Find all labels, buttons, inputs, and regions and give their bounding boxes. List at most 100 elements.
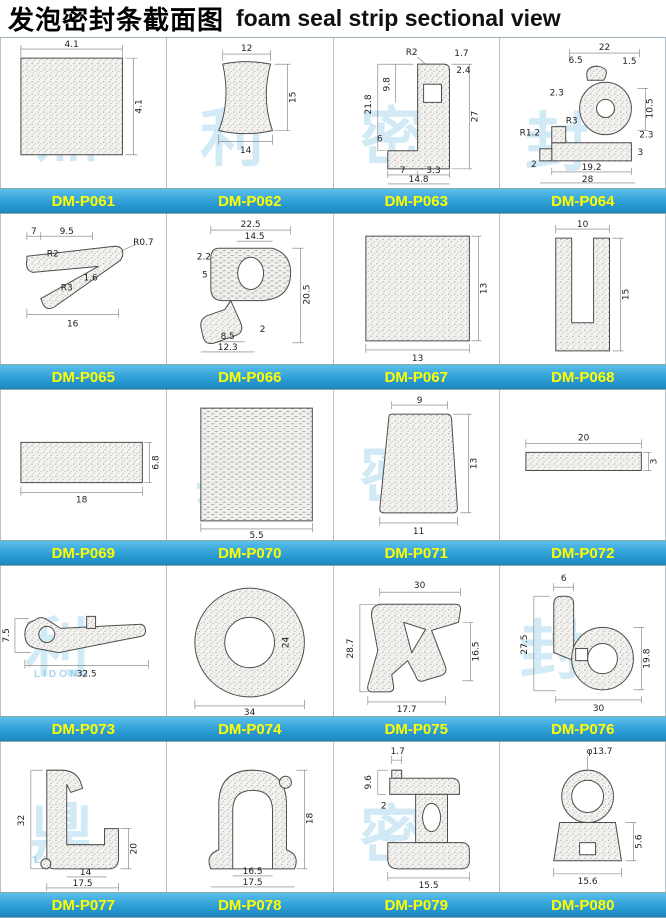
- dim-label: 1.7: [454, 49, 468, 59]
- sectional-drawing: 22 6.5 1.5 10.5 2.3 2.3 R3 R1.2 2 19.2 2…: [500, 38, 665, 188]
- page-header: 发泡密封条截面图 foam seal strip sectional view: [0, 0, 666, 37]
- square-hole: [579, 843, 595, 855]
- dim-label: 2.2: [197, 252, 211, 262]
- drawing-row-1: 4.1 4.1 12 15 14 R2 1.7 2.4 27 21.8: [0, 38, 666, 188]
- drawing-cell-dm-p072: 20 3: [500, 390, 666, 540]
- profile-shape: [367, 604, 460, 692]
- dim-label: 20: [129, 843, 139, 855]
- sectional-drawing: 10 15: [500, 214, 665, 364]
- drawing-cell-dm-p074: 34 24: [167, 566, 333, 716]
- sectional-drawing: 12 15 14: [167, 38, 332, 188]
- profile-shape: [586, 66, 606, 80]
- dim-label: 6.5: [568, 56, 582, 66]
- sectional-drawing: 30 28.7 16.5 17.7: [334, 566, 499, 716]
- profile-shape: [554, 596, 574, 660]
- dim-label: 7.5: [2, 628, 12, 642]
- profile-shape: [365, 236, 469, 341]
- dim-label: 5: [202, 270, 208, 280]
- dim-label: 30: [593, 704, 605, 714]
- part-label: DM-P069: [0, 541, 167, 565]
- part-label: DM-P079: [333, 893, 500, 917]
- profile-shape: [87, 616, 96, 628]
- part-label: DM-P080: [500, 893, 666, 917]
- profile-shape: [552, 127, 566, 143]
- dim-label: 2.3: [549, 88, 563, 98]
- dim-label: 3: [649, 459, 659, 465]
- profile-shape: [379, 414, 457, 513]
- profile-shape: [219, 62, 273, 134]
- profile-shape: [21, 442, 142, 482]
- drawing-cell-dm-p075: 30 28.7 16.5 17.7: [334, 566, 500, 716]
- dim-label: 8.5: [221, 332, 235, 342]
- sectional-drawing: 7.5 32.5: [1, 566, 166, 716]
- sectional-drawing: 18 6.8: [1, 390, 166, 540]
- part-label: DM-P067: [333, 365, 500, 389]
- dim-label: R2: [405, 48, 417, 58]
- dim-label: 13: [479, 283, 489, 295]
- dim-label: 20.5: [303, 284, 313, 304]
- part-label: DM-P075: [333, 717, 500, 741]
- dim-label: 1.5: [622, 57, 636, 67]
- dim-label: 13: [411, 354, 422, 364]
- drawing-cell-dm-p067: 13 13: [334, 214, 500, 364]
- profile-shape: [201, 408, 312, 521]
- dim-label: 28: [582, 175, 594, 185]
- part-label: DM-P070: [167, 541, 334, 565]
- dim-label: 32: [17, 815, 27, 827]
- label-row-3: DM-P069 DM-P070 DM-P071 DM-P072: [0, 540, 666, 566]
- drawing-cell-dm-p070: 5.5: [167, 390, 333, 540]
- profile-nub: [280, 776, 292, 788]
- dim-label: 13: [469, 458, 479, 470]
- dim-label: 7: [31, 227, 37, 237]
- sectional-drawing: φ13.7 5.6 15.6: [500, 742, 665, 892]
- dim-label: 15: [621, 289, 631, 301]
- dim-label: 7: [399, 166, 405, 176]
- drawing-cell-dm-p061: 4.1 4.1: [1, 38, 167, 188]
- drawing-cell-dm-p063: R2 1.7 2.4 27 21.8 9.8 6 7 3.3 14.8: [334, 38, 500, 188]
- dim-label: 2: [260, 325, 266, 335]
- drawing-row-3: 18 6.8 5.5 9 11 13 20: [0, 390, 666, 540]
- dim-label: 2: [380, 801, 386, 811]
- sectional-drawing: 18 16.5 17.5: [167, 742, 332, 892]
- dim-label: 19.2: [581, 163, 601, 173]
- profile-shape: [415, 794, 447, 842]
- profile-shape: [555, 238, 609, 351]
- sectional-drawing: 1.7 9.6 2 15.5: [334, 742, 499, 892]
- dim-label: 14: [80, 868, 92, 878]
- dim-label: R2: [47, 249, 59, 259]
- label-row-1: DM-P061 DM-P062 DM-P063 DM-P064: [0, 188, 666, 214]
- sectional-drawing: 6 27.5 19.8 30: [500, 566, 665, 716]
- dim-label: 6: [376, 135, 382, 145]
- dim-label: 6.8: [151, 455, 161, 470]
- label-row-2: DM-P065 DM-P066 DM-P067 DM-P068: [0, 364, 666, 390]
- dim-label: 9: [416, 396, 422, 406]
- label-row-4: DM-P073 DM-P074 DM-P075 DM-P076: [0, 716, 666, 742]
- sectional-drawing: R2 1.7 2.4 27 21.8 9.8 6 7 3.3 14.8: [334, 38, 499, 188]
- dim-label: 14: [240, 146, 252, 156]
- profile-shape: [526, 452, 641, 470]
- part-label: DM-P062: [167, 189, 334, 213]
- sectional-drawing: 32 20 14 17.5: [1, 742, 166, 892]
- dim-label: 5.6: [634, 834, 644, 849]
- drawing-cell-dm-p076: 6 27.5 19.8 30: [500, 566, 666, 716]
- drawing-cell-dm-p065: 9.5 7 R2 R0.7 R3 1.6 16: [1, 214, 167, 364]
- drawing-row-5: 32 20 14 17.5 18 16.5 17.5: [0, 742, 666, 892]
- dim-label: 3: [637, 148, 643, 158]
- profile-shape: [552, 143, 632, 161]
- dim-label: 17.7: [396, 705, 416, 715]
- dim-label: 15.6: [577, 877, 597, 887]
- label-row-5: DM-P077 DM-P078 DM-P079 DM-P080: [0, 892, 666, 918]
- profile-shape: [387, 64, 449, 169]
- dim-label: 10.5: [645, 98, 655, 118]
- square-hole: [575, 649, 587, 661]
- part-label: DM-P073: [0, 717, 167, 741]
- dim-label: 5.5: [250, 531, 264, 540]
- dim-label: R3: [61, 283, 73, 293]
- dim-label: R1.2: [519, 129, 539, 139]
- profile-shape: [21, 58, 123, 155]
- profile-shape: [211, 248, 291, 300]
- profile-bead: [41, 859, 51, 869]
- sectional-drawing: 9 11 13: [334, 390, 499, 540]
- dim-label: 27: [470, 111, 480, 123]
- drawing-cell-dm-p077: 32 20 14 17.5: [1, 742, 167, 892]
